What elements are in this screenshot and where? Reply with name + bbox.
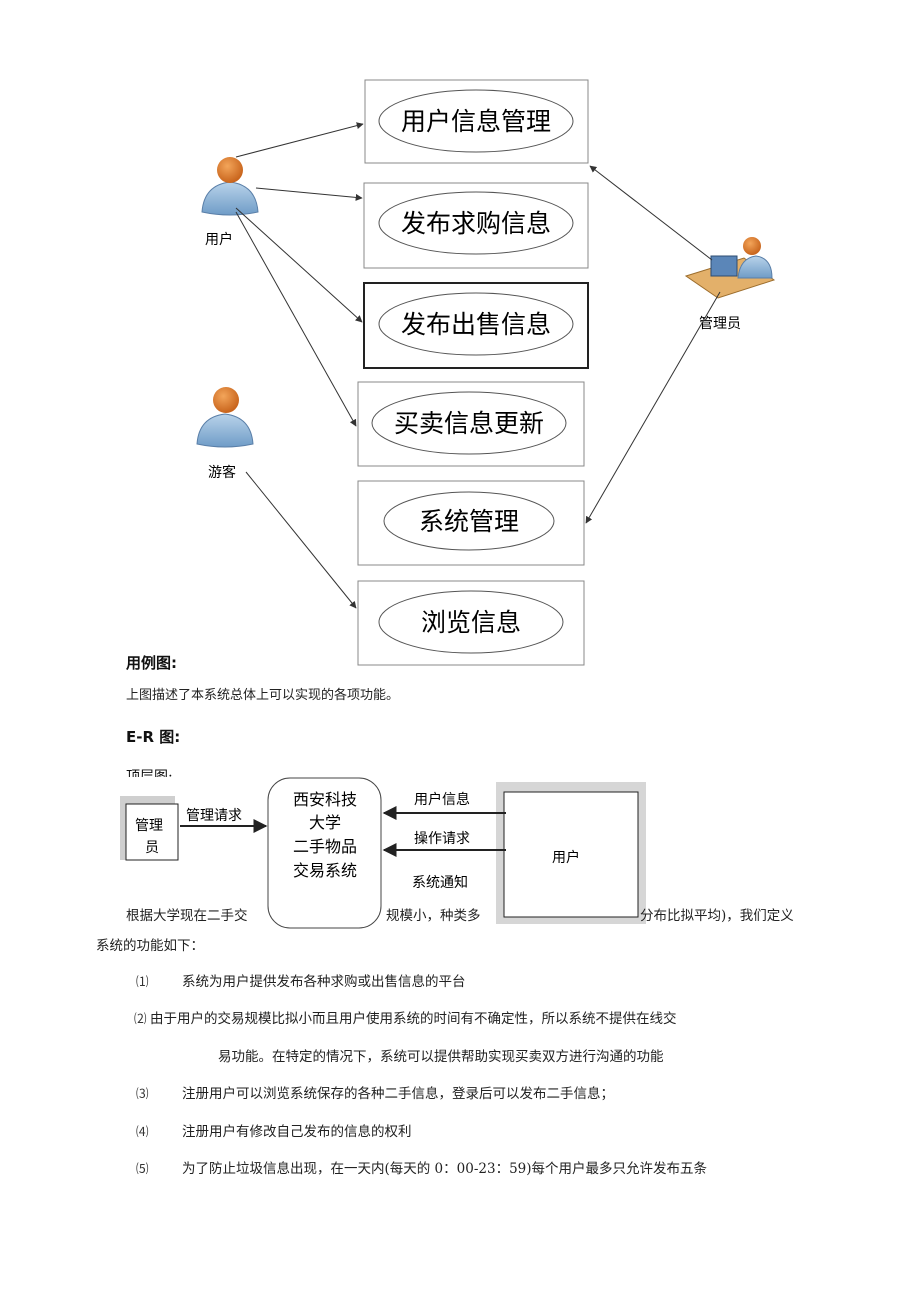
list-item-number: ⑵ xyxy=(134,1011,147,1026)
flow-operation-label: 操作请求 xyxy=(414,831,470,847)
data-flow-arrows xyxy=(180,806,506,857)
use-case-diagram: 用户信息管理 发布求购信息 发布出售信息 买卖信息更新 系统管理 浏览信息 用户… xyxy=(196,79,776,666)
intro-line2: 系统的功能如下： xyxy=(96,938,204,954)
list-item-number: ⑸ xyxy=(136,1161,149,1176)
flow-notice-label: 系统通知 xyxy=(412,874,468,891)
list-item-text: 注册用户可以浏览系统保存的各种二手信息，登录后可以发布二手信息； xyxy=(182,1086,614,1102)
use-case-label: 系统管理 xyxy=(419,507,519,536)
use-case-box-4 xyxy=(357,381,585,467)
intro-line1-mid: 规模小，种类多 xyxy=(386,908,481,924)
list-item-text: 注册用户有修改自己发布的信息的权利 xyxy=(182,1124,412,1140)
context-diagram: 管理 员 管理请求 西安科技 大学 二手物品 交易系统 用户信息 操作请求 系统… xyxy=(120,777,646,929)
user-box-label: 用户 xyxy=(552,849,580,866)
admin-actor-label: 管理员 xyxy=(699,316,741,332)
admin-request-label: 管理请求 xyxy=(186,808,242,824)
user-entity-box xyxy=(496,782,646,924)
use-case-box-2 xyxy=(363,182,589,269)
use-case-label: 买卖信息更新 xyxy=(394,409,544,438)
association-arrows xyxy=(235,122,721,609)
admin-box-label: 员 xyxy=(145,840,159,856)
use-case-label: 浏览信息 xyxy=(421,608,521,637)
list-item-text: 系统为用户提供发布各种求购或出售信息的平台 xyxy=(182,974,466,990)
use-case-label: 发布求购信息 xyxy=(401,209,551,238)
list-item-text: 由于用户的交易规模比拟小而且用户使用系统的时间有不确定性，所以系统不提供在线交 xyxy=(150,1011,677,1027)
system-label: 交易系统 xyxy=(293,861,357,880)
use-case-box-5 xyxy=(357,480,585,566)
use-case-box-1 xyxy=(364,79,589,164)
list-item-text: 易功能。在特定的情况下，系统可以提供帮助实现买卖双方进行沟通的功能 xyxy=(218,1049,664,1065)
use-case-label: 用户信息管理 xyxy=(401,107,551,136)
user-actor-label: 用户 xyxy=(205,231,233,248)
list-item-number: ⑷ xyxy=(136,1124,149,1139)
user-actor-icon xyxy=(201,157,259,216)
system-label: 大学 xyxy=(309,813,341,832)
use-case-heading: 用例图: xyxy=(126,654,177,672)
admin-box-label: 管理 xyxy=(135,818,163,834)
use-case-box-3 xyxy=(363,282,589,369)
visitor-actor-label: 游客 xyxy=(208,464,236,481)
list-item-number: ⑴ xyxy=(136,974,149,989)
admin-entity-box xyxy=(120,796,179,861)
system-label: 二手物品 xyxy=(293,837,357,856)
list-item-text: 为了防止垃圾信息出现，在一天内(每天的 0：00-23：59)每个用户最多只允许… xyxy=(182,1161,708,1177)
use-case-caption: 上图描述了本系统总体上可以实现的各项功能。 xyxy=(126,688,400,703)
list-item-number: ⑶ xyxy=(136,1086,149,1101)
er-heading: E-R 图: xyxy=(126,728,181,746)
admin-actor-icon xyxy=(684,237,776,299)
intro-line1-left: 根据大学现在二手交 xyxy=(126,908,248,924)
system-process-box xyxy=(267,777,382,929)
flow-user-info-label: 用户信息 xyxy=(414,791,470,808)
system-label: 西安科技 xyxy=(293,790,357,809)
intro-line1-right: 分布比拟平均)，我们定义 xyxy=(640,908,794,924)
use-case-box-6 xyxy=(357,580,585,666)
visitor-actor-icon xyxy=(196,387,254,448)
use-case-label: 发布出售信息 xyxy=(401,310,551,339)
partial-heading: 顶层图: xyxy=(126,769,173,777)
